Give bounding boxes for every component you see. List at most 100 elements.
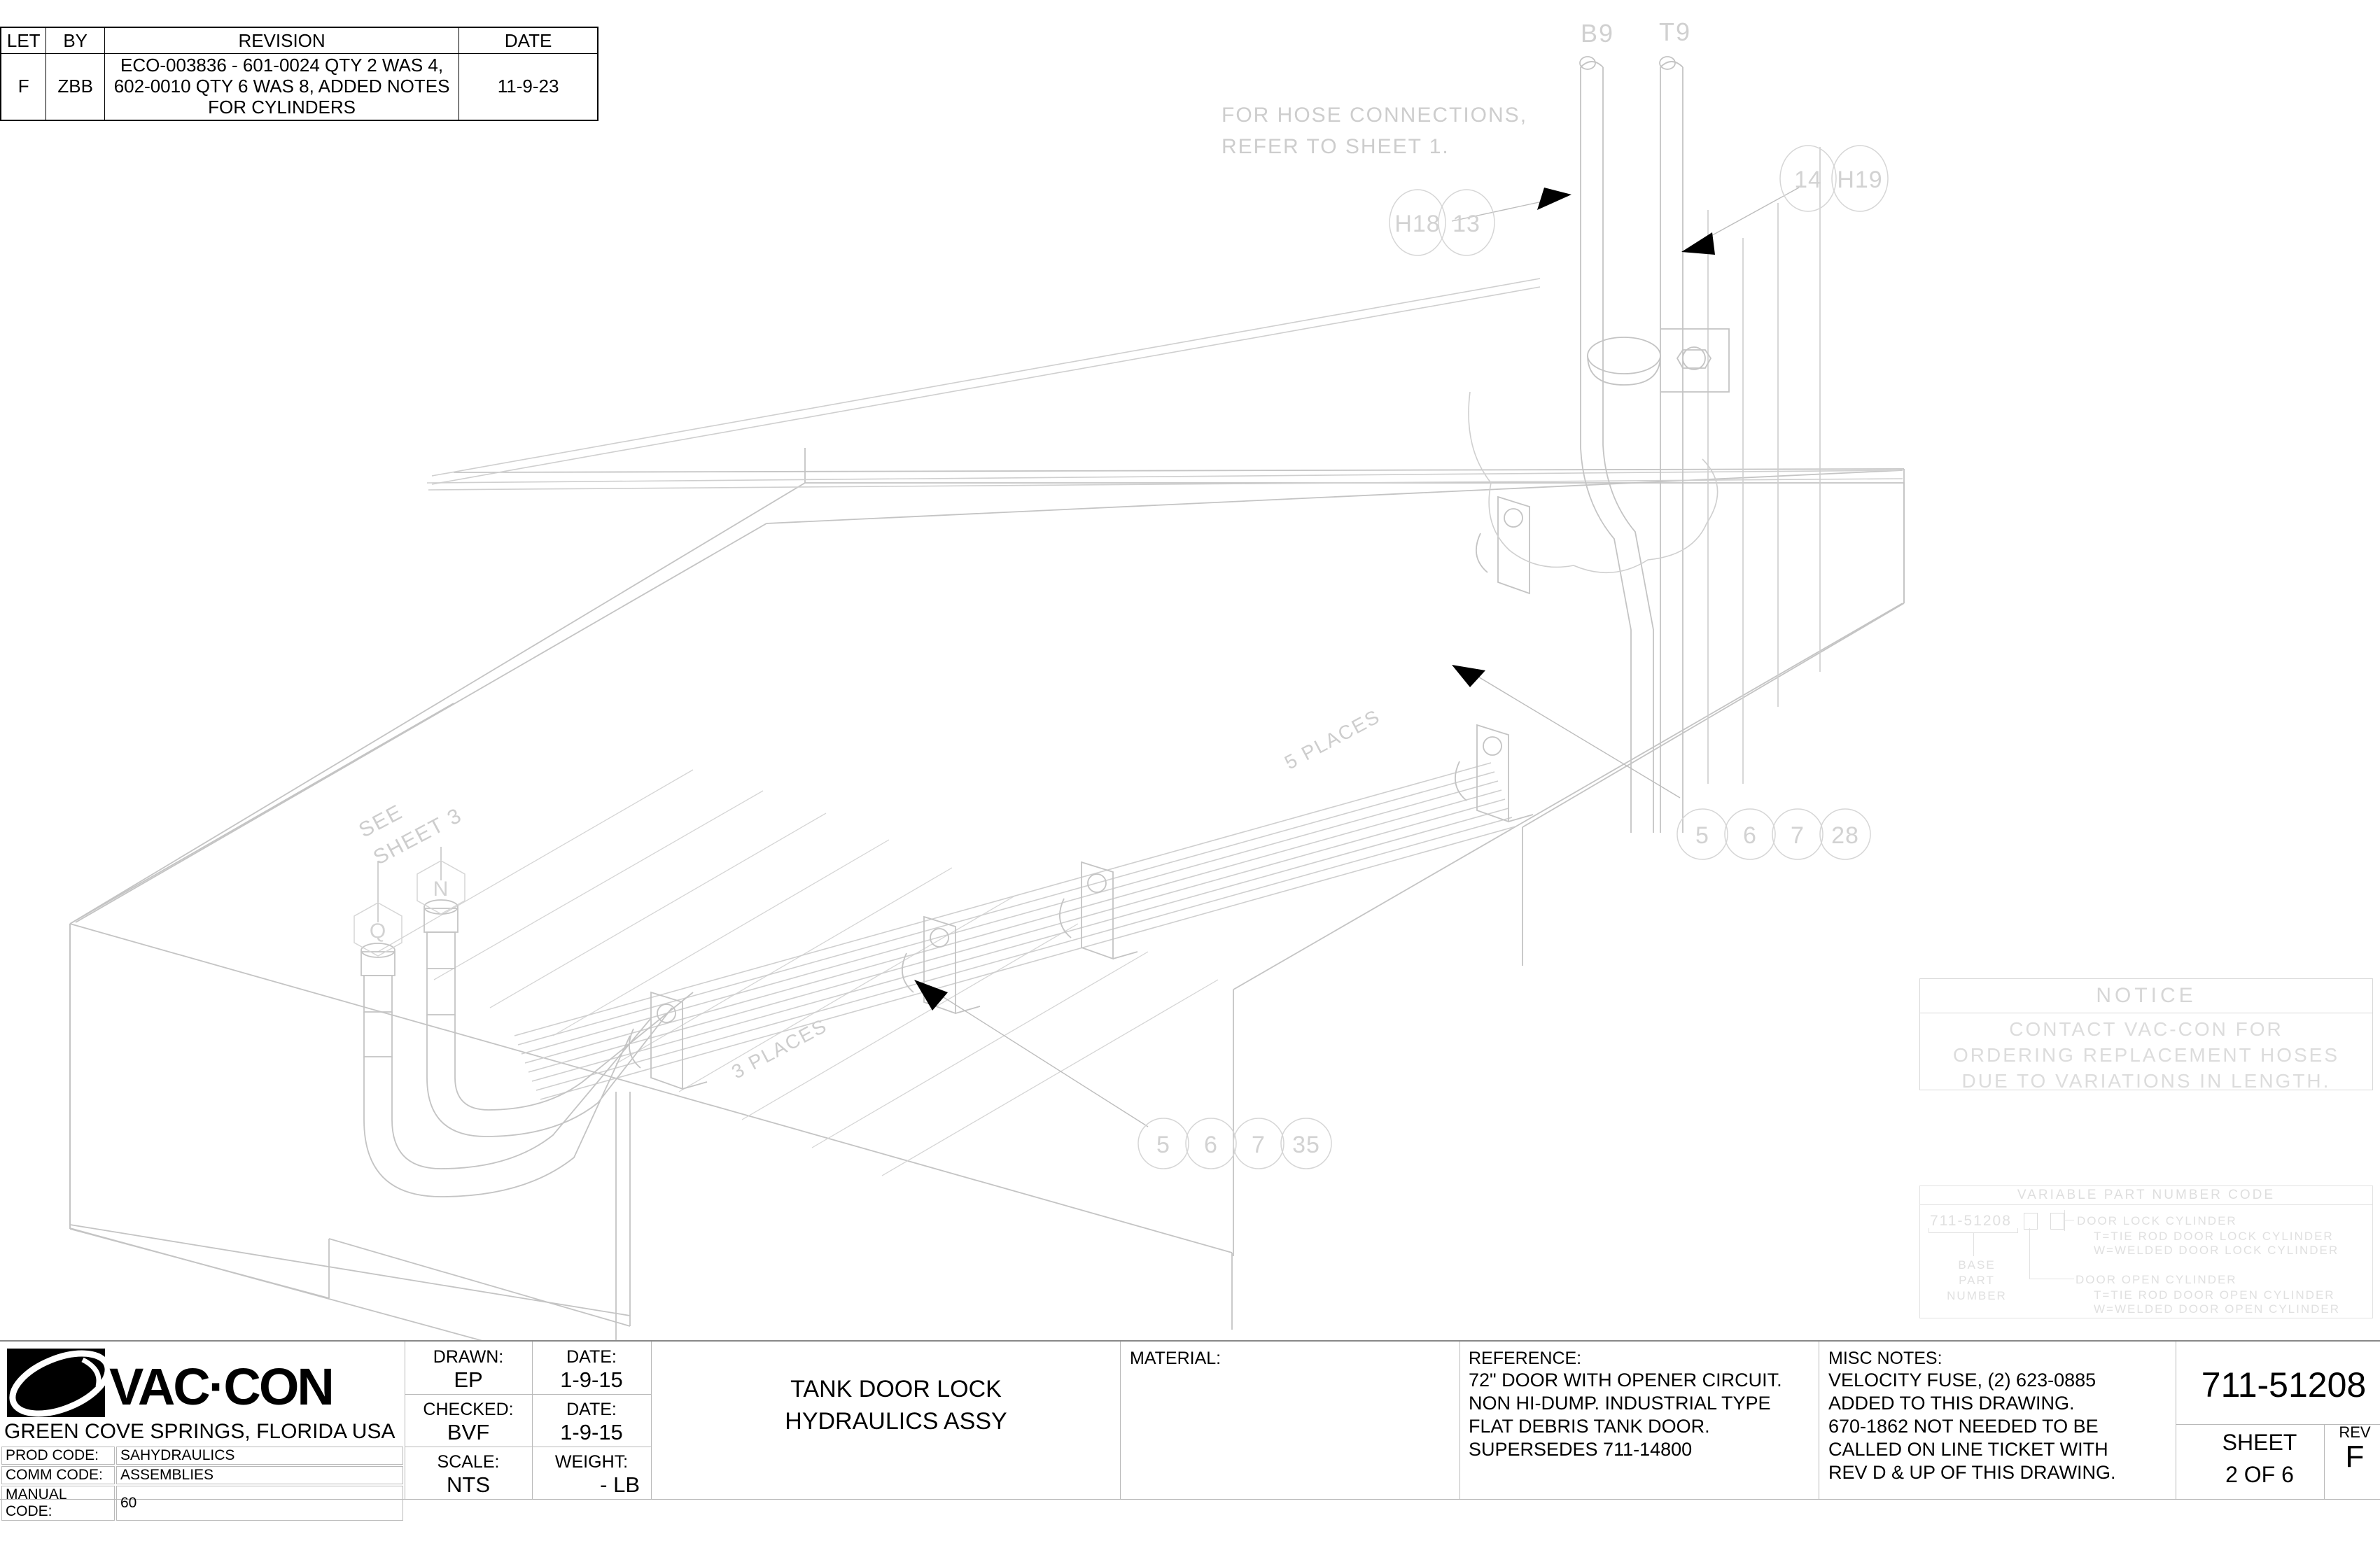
table-row: F ZBB ECO-003836 - 601-0024 QTY 2 WAS 4,… [0, 52, 598, 121]
weight-value: - LB [600, 1472, 640, 1497]
checked-date-value: 1-9-15 [560, 1420, 623, 1444]
tb-divider-3 [651, 1342, 652, 1499]
revision-cell-description: ECO-003836 - 601-0024 QTY 2 WAS 4, 602-0… [104, 52, 460, 121]
material-cell: MATERIAL: [1130, 1349, 1452, 1369]
vpn-bracket-base-left [1928, 1228, 1929, 1233]
title-block: VAC·CON GREEN COVE SPRINGS, FLORIDA USA … [0, 1340, 2380, 1541]
prod-code-value: SAHYDRAULICS [116, 1447, 403, 1465]
revision-header-revision: REVISION [104, 27, 460, 54]
hex-callout-n[interactable]: N [416, 860, 465, 915]
balloon-group-upper-left[interactable]: H18 13 [1389, 189, 1495, 256]
logo-wordmark: VAC·CON [109, 1358, 335, 1416]
tank-left-end [69, 924, 631, 1327]
vpn-door-lock-heading: DOOR LOCK CYLINDER [2077, 1214, 2237, 1227]
revision-cell-date: 11-9-23 [458, 52, 598, 121]
table-row: COMM CODE: ASSEMBLIES [1, 1466, 403, 1484]
misc-notes-cell: MISC NOTES: VELOCITY FUSE, (2) 623-0885 … [1828, 1349, 2178, 1484]
vertical-tube-extra [1707, 147, 1821, 784]
table-row: MANUAL CODE: 60 [1, 1486, 403, 1521]
svg-text:7: 7 [1791, 822, 1805, 849]
revision-table: LET BY REVISION DATE F ZBB ECO-003836 - … [0, 27, 598, 121]
variable-part-number-box: VARIABLE PART NUMBER CODE 711-51208 BASE… [1919, 1185, 2373, 1318]
vpn-door-open-option-2: W=WELDED DOOR OPEN CYLINDER [2094, 1302, 2341, 1316]
hose-clamp-bracket [1059, 861, 1138, 960]
page-title: TANK DOOR LOCK HYDRAULICS ASSY [785, 1376, 1007, 1435]
sheet-label: SHEET [2222, 1430, 2297, 1455]
svg-text:14: 14 [1794, 167, 1822, 193]
svg-text:6: 6 [1204, 1132, 1218, 1158]
sheet-number-cell: SHEET 2 OF 6 [2190, 1426, 2330, 1491]
rev-value: F [2345, 1440, 2365, 1474]
tb-divider-8 [2324, 1424, 2325, 1499]
vpn-bracket-base-right [2017, 1228, 2018, 1233]
port-label-t9: T9 [1659, 17, 1691, 46]
revision-cell-let: F [0, 52, 47, 121]
svg-text:6: 6 [1743, 822, 1757, 849]
revision-header-let: LET [0, 27, 47, 54]
svg-text:H19: H19 [1837, 167, 1882, 193]
fitting-n [424, 899, 458, 1015]
vpn-door-lock-option-2: W=WELDED DOOR LOCK CYLINDER [2094, 1244, 2339, 1257]
balloon-group-upper-right[interactable]: 14 H19 [1779, 145, 1889, 212]
scale-label: SCALE: [437, 1452, 500, 1472]
tank-back-edge [431, 278, 1541, 485]
svg-text:35: 35 [1292, 1132, 1320, 1158]
svg-text:7: 7 [1252, 1132, 1266, 1158]
tank-top-plane [75, 470, 1903, 1256]
hex-callout-q[interactable]: Q [354, 902, 402, 957]
svg-text:N: N [433, 878, 449, 901]
logo-city-line: GREEN COVE SPRINGS, FLORIDA USA [4, 1420, 396, 1443]
comm-code-value: ASSEMBLIES [116, 1466, 403, 1484]
rev-label: REV [2339, 1423, 2371, 1441]
vpn-base-part-number: 711-51208 [1930, 1213, 2012, 1229]
reference-label: REFERENCE: [1469, 1349, 1582, 1368]
vpn-door-open-heading: DOOR OPEN CYLINDER [2076, 1273, 2237, 1286]
hose-clamp-bracket [629, 991, 708, 1090]
drawn-cell: DRAWN: EP [405, 1347, 532, 1393]
leader-line-5-6-7-35 [914, 980, 1149, 1127]
tb-divider-4 [1120, 1342, 1121, 1499]
drawn-date-value: 1-9-15 [560, 1367, 623, 1392]
prod-code-label: PROD CODE: [1, 1447, 115, 1465]
drawn-value: EP [454, 1367, 483, 1392]
drawn-date-cell: DATE: 1-9-15 [532, 1347, 651, 1393]
leader-line-see-sheet-3 [377, 847, 442, 922]
weight-label: WEIGHT: [554, 1452, 629, 1472]
u-bend-hose-upper [426, 992, 694, 1137]
vpn-base-part-label: BASE PART NUMBER [1947, 1258, 2007, 1303]
checked-label: CHECKED: [423, 1400, 514, 1419]
table-row: PROD CODE: SAHYDRAULICS [1, 1447, 403, 1465]
vpn-code-square-2[interactable] [2050, 1213, 2064, 1230]
tank-upper-rail [426, 470, 1903, 491]
svg-text:28: 28 [1831, 822, 1859, 849]
tank-front-face-hatching [377, 769, 1219, 1176]
vpn-code-square-1[interactable] [2024, 1213, 2038, 1230]
vpn-door-lock-option-1: T=TIE ROD DOOR LOCK CYLINDER [2094, 1230, 2334, 1243]
material-label: MATERIAL: [1130, 1349, 1222, 1368]
revision-header-by: BY [46, 27, 105, 54]
sheet-value: 2 OF 6 [2225, 1462, 2294, 1488]
notice-body: CONTACT VAC-CON FOR ORDERING REPLACEMENT… [1952, 1018, 2340, 1092]
variable-part-number-title: VARIABLE PART NUMBER CODE [1920, 1186, 2372, 1205]
vertical-hose-clamp [1587, 328, 1730, 393]
tb-hline-1 [405, 1394, 651, 1395]
logo-swoosh-icon [7, 1349, 111, 1417]
tank-top-face [69, 448, 1905, 1316]
hydraulic-hose-bundle [514, 762, 1516, 1100]
hose-pass-through-plate [1468, 391, 1718, 574]
balloon-group-lower-center[interactable]: 5 6 7 35 [1138, 1118, 1332, 1169]
revision-table-header-row: LET BY REVISION DATE [0, 27, 598, 54]
fitting-q [360, 943, 396, 1057]
vpn-open-leader-v [2029, 1228, 2030, 1279]
vpn-bracket-lock [2064, 1210, 2065, 1231]
reference-cell: REFERENCE: 72" DOOR WITH OPENER CIRCUIT.… [1469, 1349, 1819, 1461]
leader-line-14-h19 [1681, 187, 1800, 255]
drawn-label: DRAWN: [433, 1347, 504, 1367]
notice-title: NOTICE [1920, 979, 2372, 1013]
tb-divider-2 [532, 1342, 533, 1499]
balloon-group-middle-right[interactable]: 5 6 7 28 [1676, 808, 1871, 860]
port-label-b9: B9 [1581, 19, 1614, 48]
vpn-base-leader [1973, 1232, 1974, 1256]
leader-line-5-6-7-28 [1452, 665, 1681, 798]
tb-hline-3 [2176, 1424, 2380, 1425]
